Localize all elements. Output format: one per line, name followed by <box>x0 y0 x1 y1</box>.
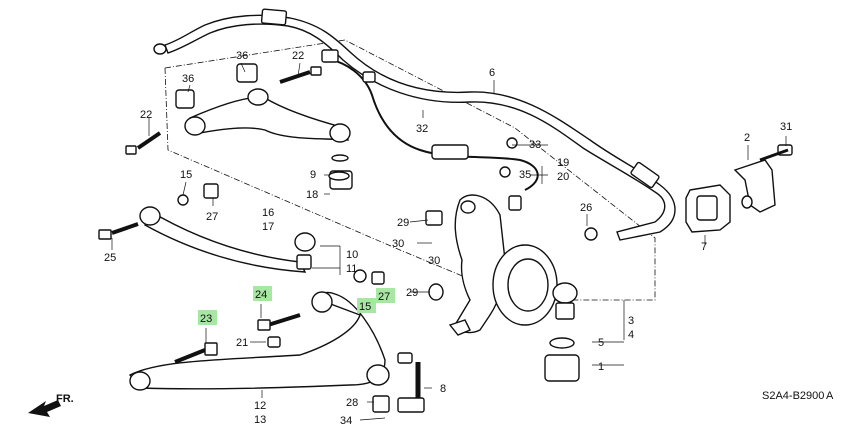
callout-28: 28 <box>346 397 358 409</box>
callout-29b: 29 <box>406 287 418 299</box>
highlight-27 <box>376 288 395 303</box>
knuckle-hub <box>425 194 578 336</box>
stabilizer-bushing <box>685 144 793 233</box>
highlight-24 <box>253 286 272 301</box>
diagram-code-text: S2A4-B2900 <box>762 390 824 402</box>
callout-19: 19 <box>557 157 569 169</box>
callout-1: 1 <box>598 361 604 373</box>
callout-15b: 15 <box>359 301 371 313</box>
callout-7: 7 <box>701 241 707 253</box>
callout-31: 31 <box>780 121 792 133</box>
callout-12: 12 <box>254 400 266 412</box>
upper-arm <box>175 63 353 190</box>
callout-13: 13 <box>254 414 266 426</box>
callout-30a: 30 <box>392 238 404 250</box>
diagram-code: S2A4-B2900 A <box>762 390 834 402</box>
diagram-code-suffix: A <box>826 390 834 402</box>
abs-sensor <box>321 49 539 211</box>
stabilizer-bar <box>153 8 676 241</box>
stabilizer-link <box>359 352 425 421</box>
callout-36a: 36 <box>236 50 248 62</box>
callout-5: 5 <box>598 337 604 349</box>
callout-4: 4 <box>628 329 634 341</box>
callout-2: 2 <box>744 132 750 144</box>
callout-11: 11 <box>346 263 357 275</box>
callout-23: 23 <box>200 313 212 325</box>
leader-lines <box>111 62 787 403</box>
callout-20: 20 <box>557 171 569 183</box>
callout-10: 10 <box>346 249 358 261</box>
callout-15: 15 <box>180 169 192 181</box>
callout-6: 6 <box>489 67 495 79</box>
lower-arm <box>128 291 390 413</box>
highlight-15 <box>357 298 376 313</box>
callout-27b: 27 <box>378 291 390 303</box>
callout-30b: 30 <box>428 255 440 267</box>
front-direction-arrow: FR. <box>28 393 74 417</box>
callout-25: 25 <box>104 252 116 264</box>
callout-34: 34 <box>340 415 352 427</box>
callout-22a: 22 <box>140 109 152 121</box>
callout-17: 17 <box>262 221 274 233</box>
callout-27a: 27 <box>206 211 218 223</box>
callout-32: 32 <box>416 123 428 135</box>
callout-22b: 22 <box>292 50 304 62</box>
callout-33: 33 <box>529 139 541 151</box>
lateral-link <box>139 183 385 285</box>
callout-24: 24 <box>255 289 267 301</box>
callout-29a: 29 <box>397 217 409 229</box>
callout-9: 9 <box>310 169 316 181</box>
highlight-23 <box>198 310 217 325</box>
callout-36b: 36 <box>182 73 194 85</box>
bolts <box>98 66 789 364</box>
callout-8: 8 <box>440 383 446 395</box>
callout-3: 3 <box>628 315 634 327</box>
front-label: FR. <box>56 393 74 405</box>
callout-18: 18 <box>306 189 318 201</box>
callout-35: 35 <box>519 169 531 181</box>
callout-26: 26 <box>580 202 592 214</box>
damper-parts <box>544 227 598 382</box>
callout-16: 16 <box>262 207 274 219</box>
callout-21: 21 <box>236 337 248 349</box>
callout-labels: 36 36 22 22 6 32 33 19 20 35 9 18 31 2 7… <box>104 50 792 427</box>
